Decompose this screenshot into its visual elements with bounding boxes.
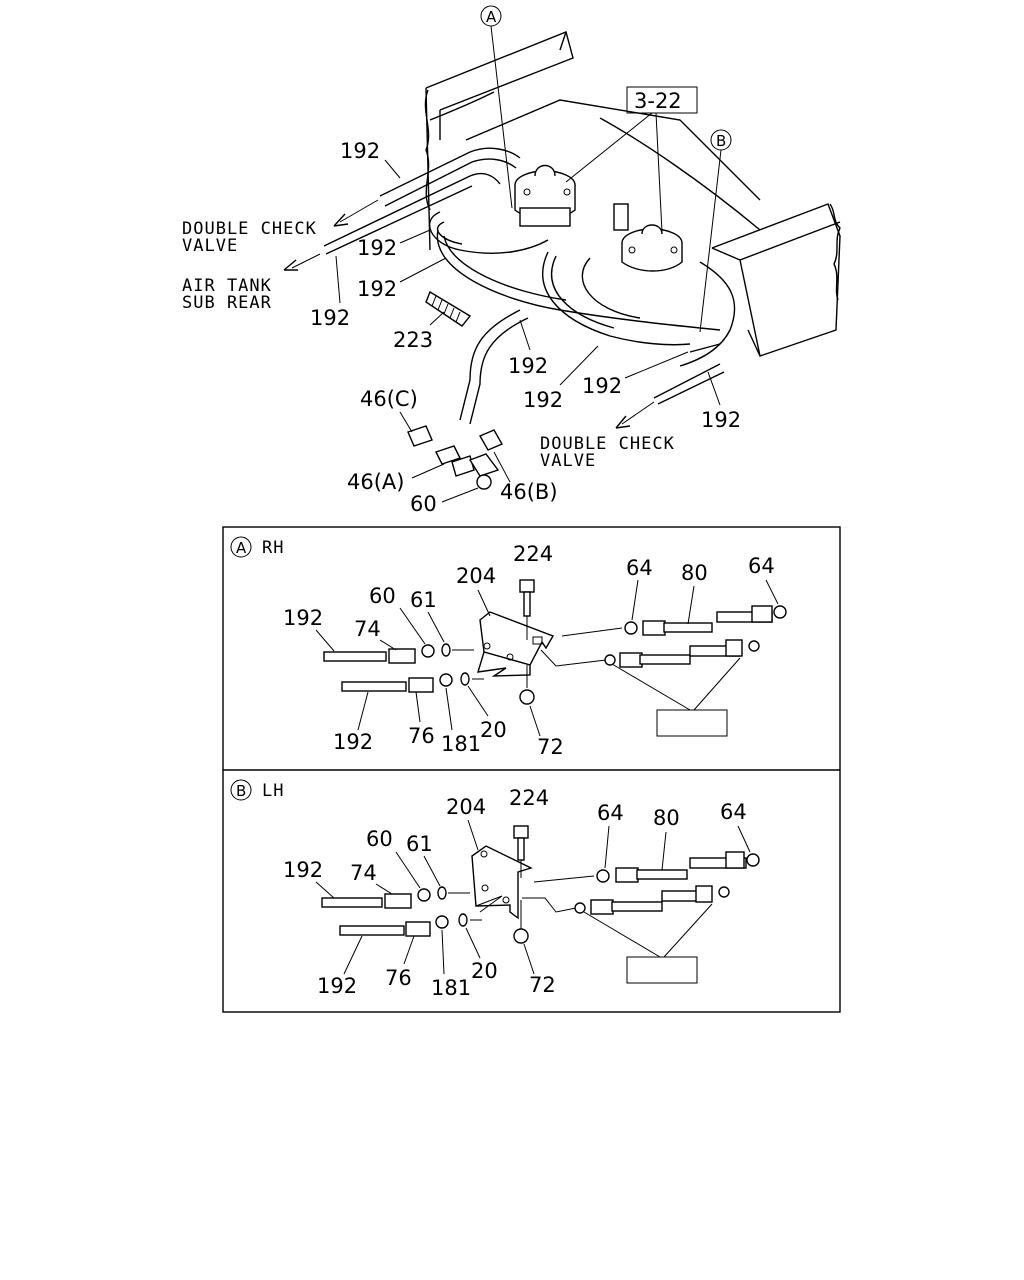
nut-60 xyxy=(417,888,431,902)
label-224: 224 xyxy=(509,786,549,810)
panel-rh-circle xyxy=(230,536,252,558)
panel-lh-circle-letter: B xyxy=(236,782,246,800)
label-192: 192 xyxy=(701,408,741,432)
label-192: 192 xyxy=(340,139,380,163)
ref-3-75-box xyxy=(626,956,698,984)
ref-3-75-box xyxy=(656,709,728,737)
pipe-192 xyxy=(339,925,405,936)
washer-64 xyxy=(596,869,610,883)
frame-rail xyxy=(424,31,841,357)
fittings-46 xyxy=(407,425,503,490)
label-76: 76 xyxy=(385,966,412,990)
panel-rh-circle-letter: A xyxy=(236,539,247,557)
air-pipes xyxy=(323,147,736,425)
label-64: 64 xyxy=(720,800,747,824)
washer-20 xyxy=(458,913,468,927)
panel-rh: A RH xyxy=(230,536,787,759)
label-192: 192 xyxy=(283,606,323,630)
panel-lh-title: LH xyxy=(262,781,284,801)
bolt-224 xyxy=(519,579,535,593)
nut-72 xyxy=(513,928,529,944)
label-223: 223 xyxy=(393,328,433,352)
callout-b: B xyxy=(716,132,726,150)
hose-80 xyxy=(663,622,713,633)
washer-20 xyxy=(460,672,470,686)
label-74: 74 xyxy=(350,861,377,885)
label-204: 204 xyxy=(446,795,486,819)
label-192: 192 xyxy=(582,374,622,398)
bolt-224 xyxy=(513,825,529,839)
washer-64 xyxy=(773,605,787,619)
hose-80 xyxy=(636,869,688,880)
panel-rh-title: RH xyxy=(262,538,284,558)
label-181: 181 xyxy=(431,976,471,1000)
label-224: 224 xyxy=(513,542,553,566)
note-air-tank-1: AIR TANK xyxy=(182,276,272,296)
label-60: 60 xyxy=(369,584,396,608)
label-60: 60 xyxy=(366,827,393,851)
label-192: 192 xyxy=(523,388,563,412)
pipe-192 xyxy=(323,651,387,662)
fitting-74 xyxy=(384,893,412,909)
label-60: 60 xyxy=(410,492,437,516)
callout-a: A xyxy=(486,8,497,26)
label-64: 64 xyxy=(626,556,653,580)
label-72: 72 xyxy=(529,973,556,997)
note-dcv-left-1: DOUBLE CHECK xyxy=(182,219,317,239)
ref-3-22-box xyxy=(626,86,698,114)
label-192: 192 xyxy=(508,354,548,378)
hose-80 xyxy=(689,857,747,869)
label-61: 61 xyxy=(406,832,433,856)
nut-181 xyxy=(439,673,453,687)
ref-3-22: 3-22 xyxy=(634,89,682,113)
label-80: 80 xyxy=(653,806,680,830)
label-192: 192 xyxy=(357,236,397,260)
hose-223 xyxy=(425,290,472,327)
label-46a: 46(A) xyxy=(347,470,404,494)
relay-valve-right xyxy=(613,203,683,272)
nut-72 xyxy=(519,689,535,705)
label-64: 64 xyxy=(748,554,775,578)
pipe-192 xyxy=(321,897,383,908)
hose-80-end xyxy=(642,620,666,636)
washer-64 xyxy=(624,621,638,635)
fitting-76 xyxy=(408,677,434,693)
label-20: 20 xyxy=(471,959,498,983)
label-192: 192 xyxy=(317,974,357,998)
panel-lh: B LH xyxy=(230,779,760,1000)
label-61: 61 xyxy=(410,588,437,612)
note-dcv-left-2: VALVE xyxy=(182,236,238,256)
panel-lh-circle xyxy=(230,779,252,801)
label-192: 192 xyxy=(283,858,323,882)
hose-80-end xyxy=(615,867,639,883)
label-192: 192 xyxy=(333,730,373,754)
bracket-204 xyxy=(471,845,533,920)
washer-61 xyxy=(437,886,447,900)
label-20: 20 xyxy=(480,718,507,742)
label-204: 204 xyxy=(456,564,496,588)
label-46b: 46(B) xyxy=(500,480,558,504)
nut-181 xyxy=(435,915,449,929)
note-air-tank-2: SUB REAR xyxy=(182,293,272,313)
note-dcv-right-2: VALVE xyxy=(540,451,596,471)
label-192: 192 xyxy=(310,306,350,330)
main-illustration: A B 3-22 DOUBLE CHECK VALVE AIR TANK SUB… xyxy=(182,5,841,516)
relay-valve-left xyxy=(514,164,576,227)
washer-64 xyxy=(746,853,760,867)
fitting-76 xyxy=(405,921,431,937)
washer-61 xyxy=(441,643,451,657)
label-46c: 46(C) xyxy=(360,387,418,411)
label-74: 74 xyxy=(354,617,381,641)
label-64: 64 xyxy=(597,801,624,825)
label-192: 192 xyxy=(357,277,397,301)
label-80: 80 xyxy=(681,561,708,585)
label-181: 181 xyxy=(441,732,481,756)
fitting-74 xyxy=(388,648,416,664)
nut-60 xyxy=(421,644,435,658)
note-dcv-right-1: DOUBLE CHECK xyxy=(540,434,675,454)
pipe-192 xyxy=(341,681,407,692)
label-72: 72 xyxy=(537,735,564,759)
label-76: 76 xyxy=(408,724,435,748)
